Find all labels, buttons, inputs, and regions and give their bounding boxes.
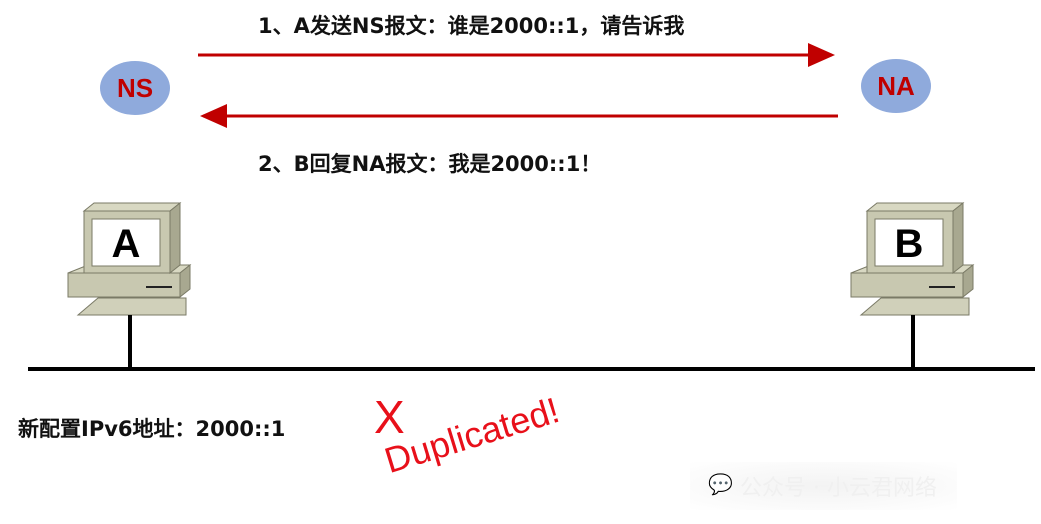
na-reply-text: 2、B回复NA报文：我是2000::1！ [258, 152, 602, 176]
na-bubble [861, 59, 931, 113]
na-label: NA [877, 71, 915, 101]
host-b-label: B [894, 222, 924, 266]
ns-bubble [100, 61, 170, 115]
watermark-text: 公众号 · 小云君网络 [740, 476, 937, 501]
host-a-label: A [111, 222, 141, 266]
new-address-text: 新配置IPv6地址：2000::1 [18, 417, 286, 441]
ns-label: NS [116, 73, 154, 103]
ns-request-text: 1、A发送NS报文：谁是2000::1，请告诉我 [258, 14, 685, 38]
x-mark: X [374, 391, 405, 443]
wechat-icon: 💬 [708, 472, 733, 496]
watermark: 💬 公众号 · 小云君网络 [690, 462, 957, 510]
